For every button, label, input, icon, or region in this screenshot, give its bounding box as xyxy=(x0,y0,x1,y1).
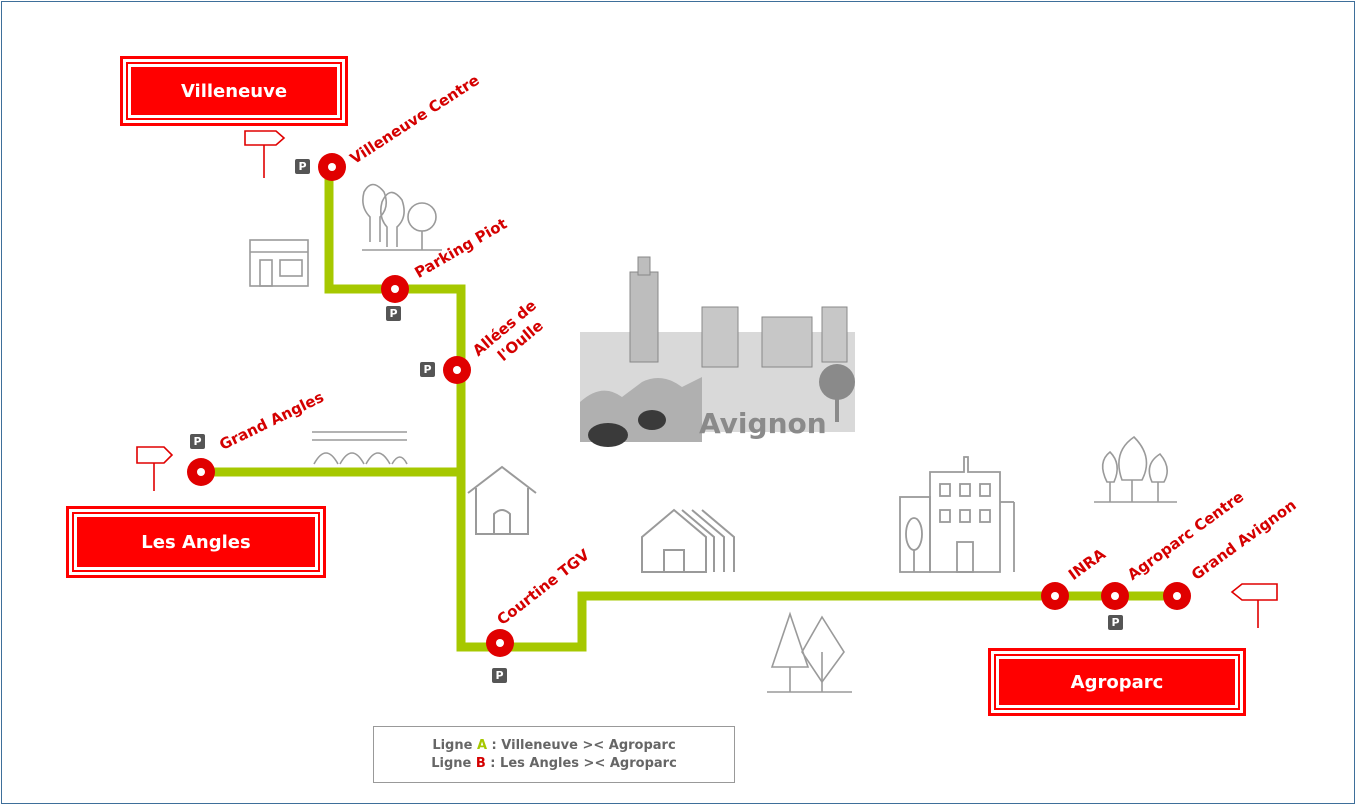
legend-b-prefix: Ligne xyxy=(431,756,476,771)
stop-grand-avignon[interactable] xyxy=(1163,582,1191,610)
stop-inra[interactable] xyxy=(1041,582,1069,610)
bridge-icon xyxy=(312,431,408,465)
avignon-label: Avignon xyxy=(699,407,827,440)
parking-badge: P xyxy=(295,159,310,174)
trees-icon xyxy=(767,611,852,693)
shop-icon xyxy=(249,239,309,287)
signpost-icon xyxy=(136,446,174,491)
legend: Ligne A : Villeneuve >< Agroparc Ligne B… xyxy=(373,726,735,783)
parking-badge: P xyxy=(386,306,401,321)
legend-a-letter: A xyxy=(476,738,488,753)
signpost-icon xyxy=(1230,583,1278,628)
stop-allees-de-loulle[interactable] xyxy=(443,356,471,384)
city-villeneuve-label: Villeneuve xyxy=(180,80,288,102)
stop-courtine-tgv[interactable] xyxy=(486,629,514,657)
parking-badge: P xyxy=(492,668,507,683)
building-icon xyxy=(899,456,1015,573)
stop-agroparc-centre[interactable] xyxy=(1101,582,1129,610)
route-line xyxy=(324,167,1179,652)
city-agroparc-label: Agroparc xyxy=(1070,671,1164,693)
trees-icon xyxy=(362,183,442,251)
legend-a-route: : Villeneuve >< Agroparc xyxy=(487,738,676,753)
parking-badge: P xyxy=(420,362,435,377)
city-agroparc-box[interactable]: Agroparc xyxy=(988,648,1246,716)
avignon-landmark-icon xyxy=(580,256,855,447)
city-les-angles-label: Les Angles xyxy=(141,531,251,553)
legend-line-a: Ligne A : Villeneuve >< Agroparc xyxy=(374,737,734,755)
stop-grand-angles[interactable] xyxy=(187,458,215,486)
city-villeneuve-box[interactable]: Villeneuve xyxy=(120,56,348,126)
legend-line-b: Ligne B : Les Angles >< Agroparc xyxy=(374,755,734,773)
parking-badge: P xyxy=(1108,615,1123,630)
legend-a-prefix: Ligne xyxy=(432,738,477,753)
stop-villeneuve-centre[interactable] xyxy=(318,153,346,181)
house-icon xyxy=(467,465,537,535)
legend-b-letter: B xyxy=(475,756,486,771)
parking-badge: P xyxy=(190,434,205,449)
signpost-icon xyxy=(244,130,286,178)
trees-icon xyxy=(1094,435,1177,503)
city-les-angles-box[interactable]: Les Angles xyxy=(66,506,326,578)
houses-icon xyxy=(641,508,735,573)
legend-b-route: : Les Angles >< Agroparc xyxy=(485,756,677,771)
stop-parking-piot[interactable] xyxy=(381,275,409,303)
